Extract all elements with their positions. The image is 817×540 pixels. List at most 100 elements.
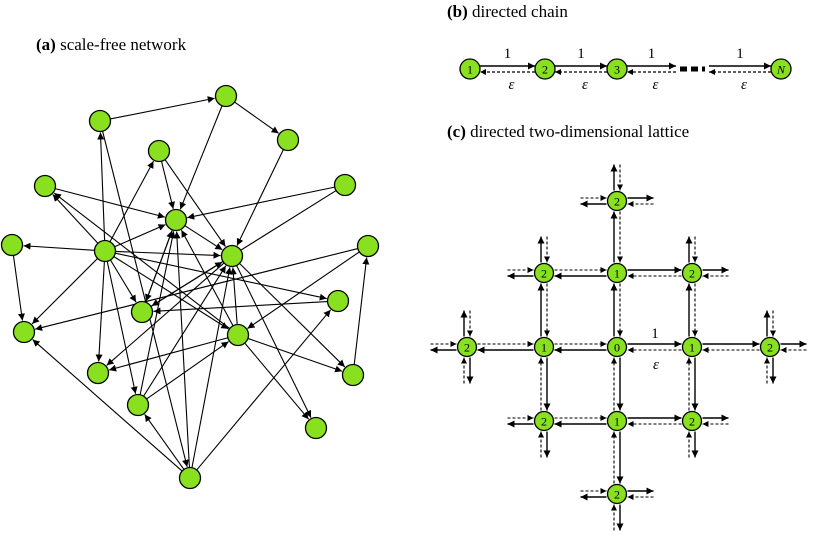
chain-node-1-label: 1	[467, 63, 473, 77]
lattice-node	[606, 262, 628, 284]
lattice-node-label: 1	[689, 341, 695, 355]
network-node	[226, 323, 250, 347]
chain-node-N	[770, 58, 792, 80]
network-node	[93, 239, 117, 263]
lattice-backward-rate: ε	[653, 357, 659, 373]
network-node	[214, 84, 238, 108]
lattice-node	[456, 336, 478, 358]
lattice-node-label: 1	[614, 415, 620, 429]
network-edge	[106, 261, 138, 394]
network-node	[130, 300, 154, 324]
lattice-node-label: 1	[614, 267, 620, 281]
scale-free-network	[0, 84, 380, 490]
network-node	[220, 244, 244, 268]
network-edge	[187, 186, 335, 220]
network-edge	[244, 342, 310, 420]
directed-lattice: 1 ε 2 2 1 2 2 1 0 1 2 2 1 2 2	[430, 164, 807, 531]
network-edge	[229, 267, 238, 325]
lattice-node	[681, 410, 703, 432]
lattice-node-label: 2	[689, 415, 695, 429]
network-edge	[35, 248, 358, 331]
chain-backward-rate: ε	[509, 77, 515, 93]
chain-node-2	[534, 58, 556, 80]
network-edge	[160, 161, 175, 209]
chain-forward-rate: 1	[648, 46, 656, 62]
network-edge	[144, 414, 185, 470]
panel-c-text: directed two-dimensional lattice	[470, 122, 689, 141]
network-node	[147, 139, 171, 163]
lattice-node	[606, 410, 628, 432]
network-node	[33, 174, 57, 198]
lattice-node-label: 2	[689, 267, 695, 281]
chain-forward-rate: 1	[577, 46, 585, 62]
chain-backward-rate: ε	[582, 77, 588, 93]
lattice-forward-rate: 1	[651, 326, 659, 342]
network-edge	[236, 149, 284, 246]
network-edge	[247, 337, 343, 373]
network-edge	[108, 337, 229, 372]
lattice-node	[759, 336, 781, 358]
network-edge	[353, 257, 370, 365]
lattice-node	[533, 262, 555, 284]
lattice-node-label: 2	[464, 341, 470, 355]
lattice-node	[606, 336, 628, 358]
network-edge	[143, 265, 227, 397]
lattice-node-label: 2	[541, 267, 547, 281]
network-edge	[52, 194, 99, 244]
lattice-node-label: 2	[614, 195, 620, 209]
panel-a-text: scale-free network	[60, 35, 187, 54]
network-edge	[97, 132, 106, 241]
network-edge	[239, 262, 346, 368]
network-edge	[12, 255, 25, 321]
network-edge	[173, 231, 190, 468]
lattice-node	[533, 336, 555, 358]
network-edge	[145, 229, 173, 302]
lattice-node-label: 0	[614, 341, 620, 355]
lattice-node-label: 1	[541, 341, 547, 355]
network-node	[12, 320, 36, 344]
lattice-node-label: 2	[767, 341, 773, 355]
network-node	[356, 234, 380, 258]
network-node	[304, 416, 328, 440]
lattice-node-label: 2	[541, 415, 547, 429]
network-node	[0, 233, 24, 257]
chain-backward-rate: ε	[741, 77, 747, 93]
network-edge	[55, 188, 166, 219]
network-edge	[146, 341, 229, 400]
network-edge	[196, 309, 332, 471]
network-edge	[32, 339, 183, 472]
network-edge	[150, 261, 223, 307]
network-edge	[109, 259, 137, 303]
network-edge	[139, 231, 176, 395]
network-node	[86, 361, 110, 385]
network-node	[341, 363, 365, 387]
lattice-node	[681, 262, 703, 284]
network-edge	[247, 251, 360, 329]
network-node	[276, 128, 300, 152]
network-edge	[164, 159, 226, 247]
network-edge	[184, 225, 223, 251]
network-edge	[153, 301, 328, 315]
network-edge	[106, 262, 225, 366]
network-node	[126, 393, 150, 417]
lattice-node-label: 2	[614, 488, 620, 502]
chain-node-1	[459, 58, 481, 80]
network-edge	[179, 105, 223, 210]
panel-b-title: (b) directed chain	[447, 2, 568, 21]
network-edge	[115, 252, 327, 301]
network-edge	[113, 256, 229, 330]
panel-a-title: (a) scale-free network	[36, 35, 187, 54]
network-edge	[234, 101, 279, 134]
chain-forward-rate: 1	[736, 46, 744, 62]
network-node	[178, 466, 202, 490]
network-node	[88, 109, 112, 133]
network-node	[164, 208, 188, 232]
panel-b-text: directed chain	[472, 2, 568, 21]
panel-b-letter: (b)	[447, 2, 468, 21]
chain-node-2-label: 2	[542, 63, 548, 77]
network-node	[326, 289, 350, 313]
chain-node-N-label: N	[776, 63, 786, 77]
